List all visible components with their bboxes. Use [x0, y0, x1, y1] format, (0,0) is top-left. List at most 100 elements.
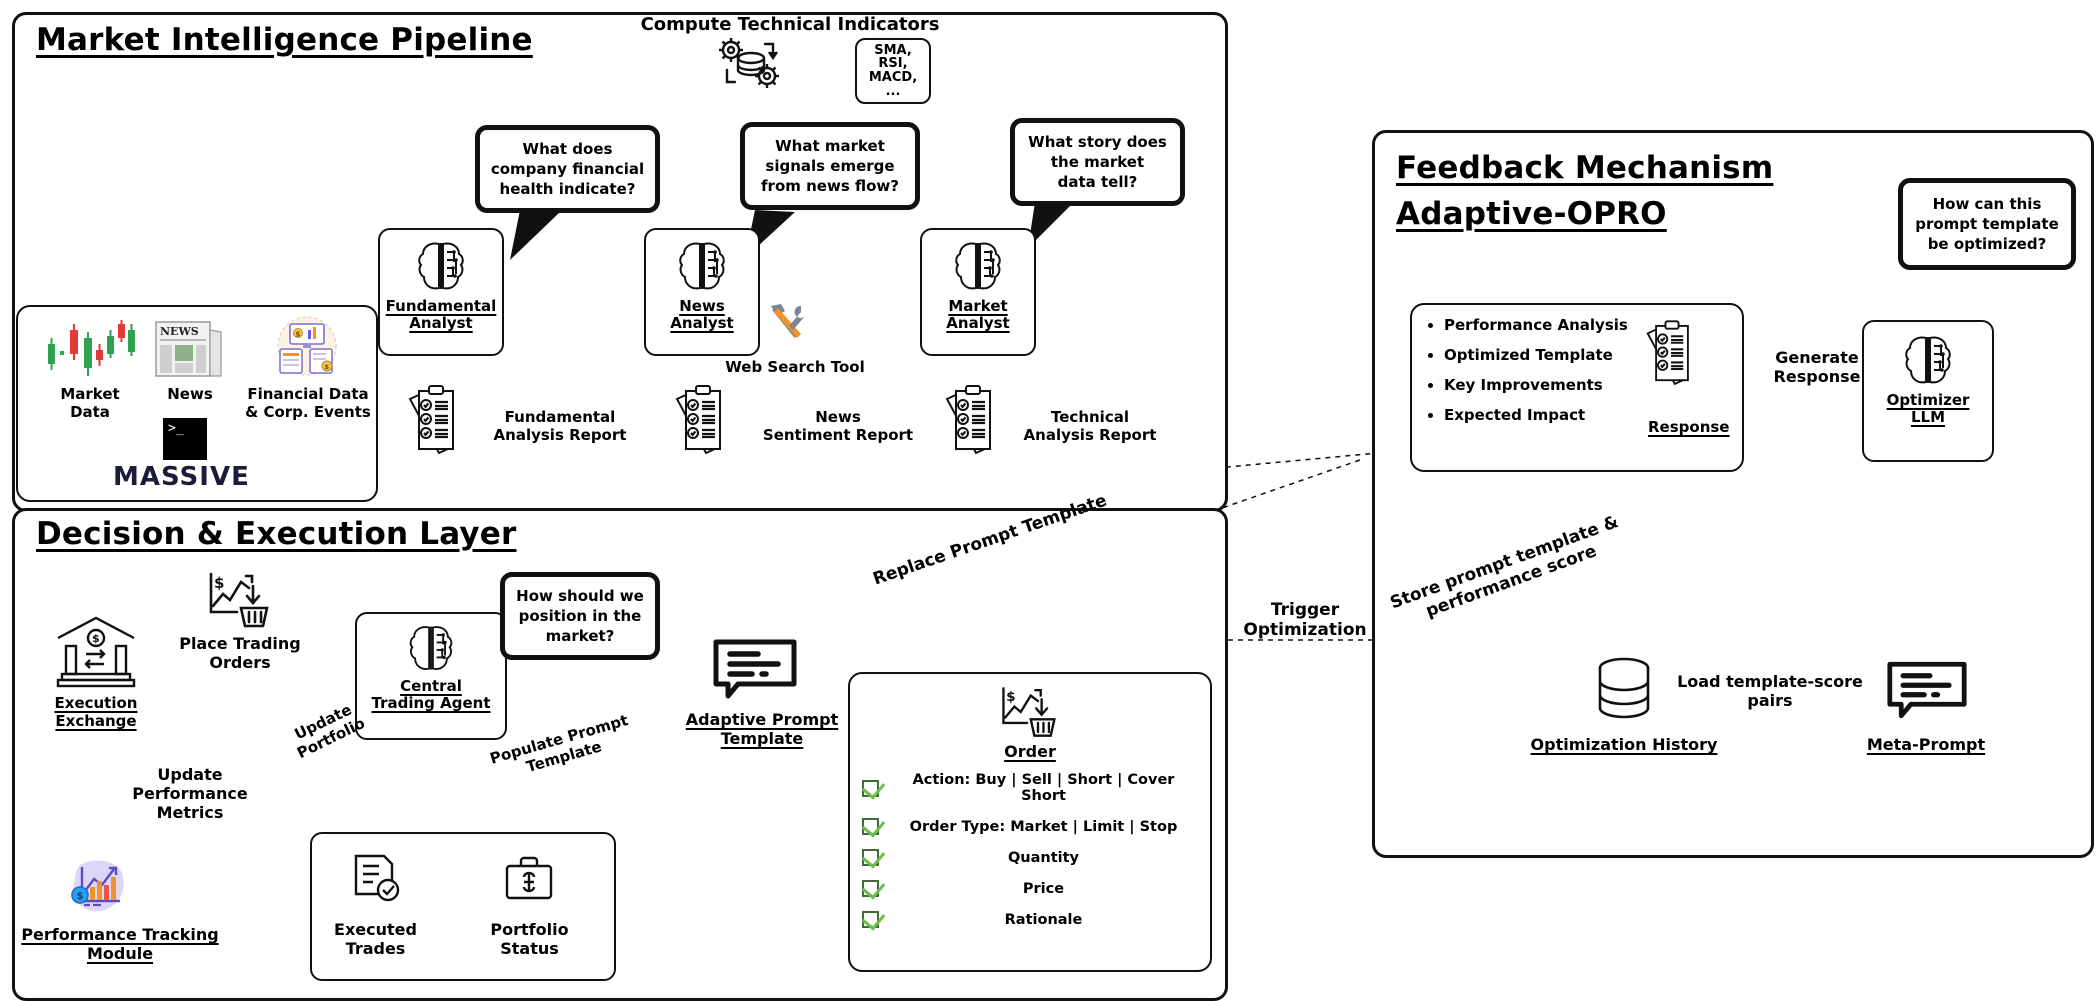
bubble-line-2: market?: [545, 627, 615, 646]
order-card-title: Order: [1004, 742, 1056, 761]
agent-name-line1: Market: [948, 297, 1008, 315]
data-source-market-data-label: Market Data: [60, 385, 120, 421]
order-basket-icon: $: [998, 684, 1058, 740]
agent-name-line1: Optimizer: [1886, 391, 1970, 409]
brain-ai-icon: [410, 236, 472, 298]
panel-title-decision-execution: Decision & Execution Layer: [36, 516, 517, 552]
bubble-line-1: the market: [1050, 152, 1145, 171]
indicator-line-1: RSI,: [878, 56, 908, 72]
meta-prompt-label: Meta-Prompt: [1866, 735, 1986, 754]
bank-exchange-icon: $: [52, 612, 140, 692]
bullet-item: Performance Analysis: [1444, 318, 1654, 333]
bubble-line-2: data tell?: [1057, 173, 1138, 192]
question-bubble-news: What market signals emerge from news flo…: [740, 122, 920, 210]
svg-text:$: $: [325, 363, 330, 371]
report-label-fundamental: Fundamental Analysis Report: [493, 408, 627, 444]
agent-node-central-trading-agent[interactable]: Central Trading Agent: [355, 612, 507, 740]
order-basket-icon: $: [205, 570, 271, 630]
terminal-icon: >_: [163, 418, 207, 460]
bullet-item: Key Improvements: [1444, 378, 1654, 393]
brain-ai-icon: [1897, 330, 1959, 392]
agent-name-line1: Central: [400, 677, 462, 695]
order-card: $ Order Action: Buy | Sell | Short | Cov…: [848, 672, 1212, 972]
speech-lines-icon-meta-prompt: [1886, 660, 1968, 720]
question-bubble-optimizer: How can this prompt template be optimize…: [1898, 178, 2076, 270]
financial-dashboard-icon: $ $: [272, 316, 342, 380]
question-bubble-market: What story does the market data tell?: [1010, 118, 1185, 206]
panel-title-market-intelligence: Market Intelligence Pipeline: [36, 22, 533, 58]
bubble-line-1: signals emerge: [765, 156, 895, 175]
svg-text:$: $: [92, 632, 100, 645]
checklist-report-icon-response: [1643, 320, 1701, 388]
gears-database-icon: [715, 36, 785, 90]
bubble-line-2: health indicate?: [499, 180, 636, 199]
agent-name-line2: Trading Agent: [371, 693, 491, 712]
vendor-name-massive: MASSIVE: [113, 462, 250, 492]
indicator-line-3: ...: [885, 83, 901, 99]
checkbox-checked-icon[interactable]: [862, 880, 879, 897]
performance-chart-icon: $: [66, 855, 132, 919]
checkbox-checked-icon[interactable]: [862, 911, 879, 928]
question-bubble-fundamental: What does company financial health indic…: [475, 125, 660, 213]
report-icon-news: [672, 385, 734, 457]
response-tag-label: Response: [1648, 418, 1730, 436]
agent-name-line2: LLM: [1910, 407, 1946, 426]
hammer-wrench-tools-icon: [765, 300, 811, 346]
trigger-optimization-label: Trigger Optimization: [1243, 600, 1367, 641]
report-label-technical: Technical Analysis Report: [1023, 408, 1157, 444]
agent-name-line2: Analyst: [670, 313, 734, 332]
data-source-financial-label: Financial Data & Corp. Events: [245, 385, 371, 421]
order-item: Quantity: [862, 849, 1198, 866]
data-sources-box: [16, 305, 378, 502]
compute-indicators-title: Compute Technical Indicators: [640, 14, 940, 35]
agent-node-news-analyst[interactable]: News Analyst: [644, 228, 760, 356]
svg-text:$: $: [296, 331, 301, 339]
optimization-history-label: Optimization History: [1530, 735, 1718, 754]
agent-node-fundamental-analyst[interactable]: Fundamental Analyst: [378, 228, 504, 356]
order-item: Action: Buy | Sell | Short | Cover Short: [862, 772, 1198, 804]
bubble-line-2: be optimized?: [1927, 235, 2047, 254]
agent-node-market-analyst[interactable]: Market Analyst: [920, 228, 1036, 356]
database-cylinder-icon: [1592, 655, 1656, 727]
indicator-line-2: MACD,: [868, 70, 918, 85]
report-label-news: News Sentiment Report: [762, 408, 914, 444]
report-icon-fundamental: [405, 385, 467, 457]
order-item: Rationale: [862, 911, 1198, 928]
brain-ai-icon: [947, 236, 1009, 298]
feedback-response-card: [1410, 303, 1744, 472]
portfolio-status-label: Portfolio Status: [490, 920, 569, 959]
web-search-tool-label: Web Search Tool: [725, 358, 865, 376]
adaptive-prompt-template-label: Adaptive Prompt Template: [685, 710, 839, 749]
place-trading-orders-label: Place Trading Orders: [179, 634, 301, 673]
document-check-icon: [350, 852, 402, 906]
candlestick-chart-icon: [42, 318, 138, 380]
agent-name-line1: Fundamental: [385, 297, 497, 315]
data-source-news-label: News: [167, 385, 213, 403]
question-bubble-central-agent: How should we position in the market?: [500, 572, 660, 660]
order-item: Order Type: Market | Limit | Stop: [862, 818, 1198, 835]
bullet-item: Optimized Template: [1444, 348, 1654, 363]
panel-title-feedback-line2: Adaptive-OPRO: [1396, 196, 1667, 232]
bubble-line-2: from news flow?: [761, 177, 899, 196]
generate-response-label: Generate Response: [1773, 348, 1861, 387]
bubble-line-0: How can this: [1932, 194, 2042, 213]
feedback-response-bullets: Performance Analysis Optimized Template …: [1420, 318, 1654, 438]
indicator-box: SMA, RSI, MACD, ...: [855, 38, 931, 104]
newspaper-icon: NEWS: [155, 318, 223, 380]
executed-trades-label: Executed Trades: [334, 920, 417, 959]
update-performance-metrics-label: Update Performance Metrics: [132, 765, 248, 823]
checkbox-checked-icon[interactable]: [862, 849, 879, 866]
bubble-line-1: company financial: [490, 159, 645, 178]
bullet-item: Expected Impact: [1444, 408, 1654, 423]
agent-node-optimizer-llm[interactable]: Optimizer LLM: [1862, 320, 1994, 462]
brain-ai-icon: [671, 236, 733, 298]
report-icon-technical: [942, 385, 1004, 457]
brain-ai-icon: [400, 620, 462, 678]
order-item: Price: [862, 880, 1198, 897]
checkbox-checked-icon[interactable]: [862, 779, 879, 797]
execution-exchange-label: Execution Exchange: [54, 694, 138, 730]
load-template-score-pairs-label: Load template-score pairs: [1677, 672, 1863, 711]
svg-text:$: $: [214, 574, 224, 592]
briefcase-dollar-icon: [502, 852, 556, 906]
checkbox-checked-icon[interactable]: [862, 818, 879, 835]
